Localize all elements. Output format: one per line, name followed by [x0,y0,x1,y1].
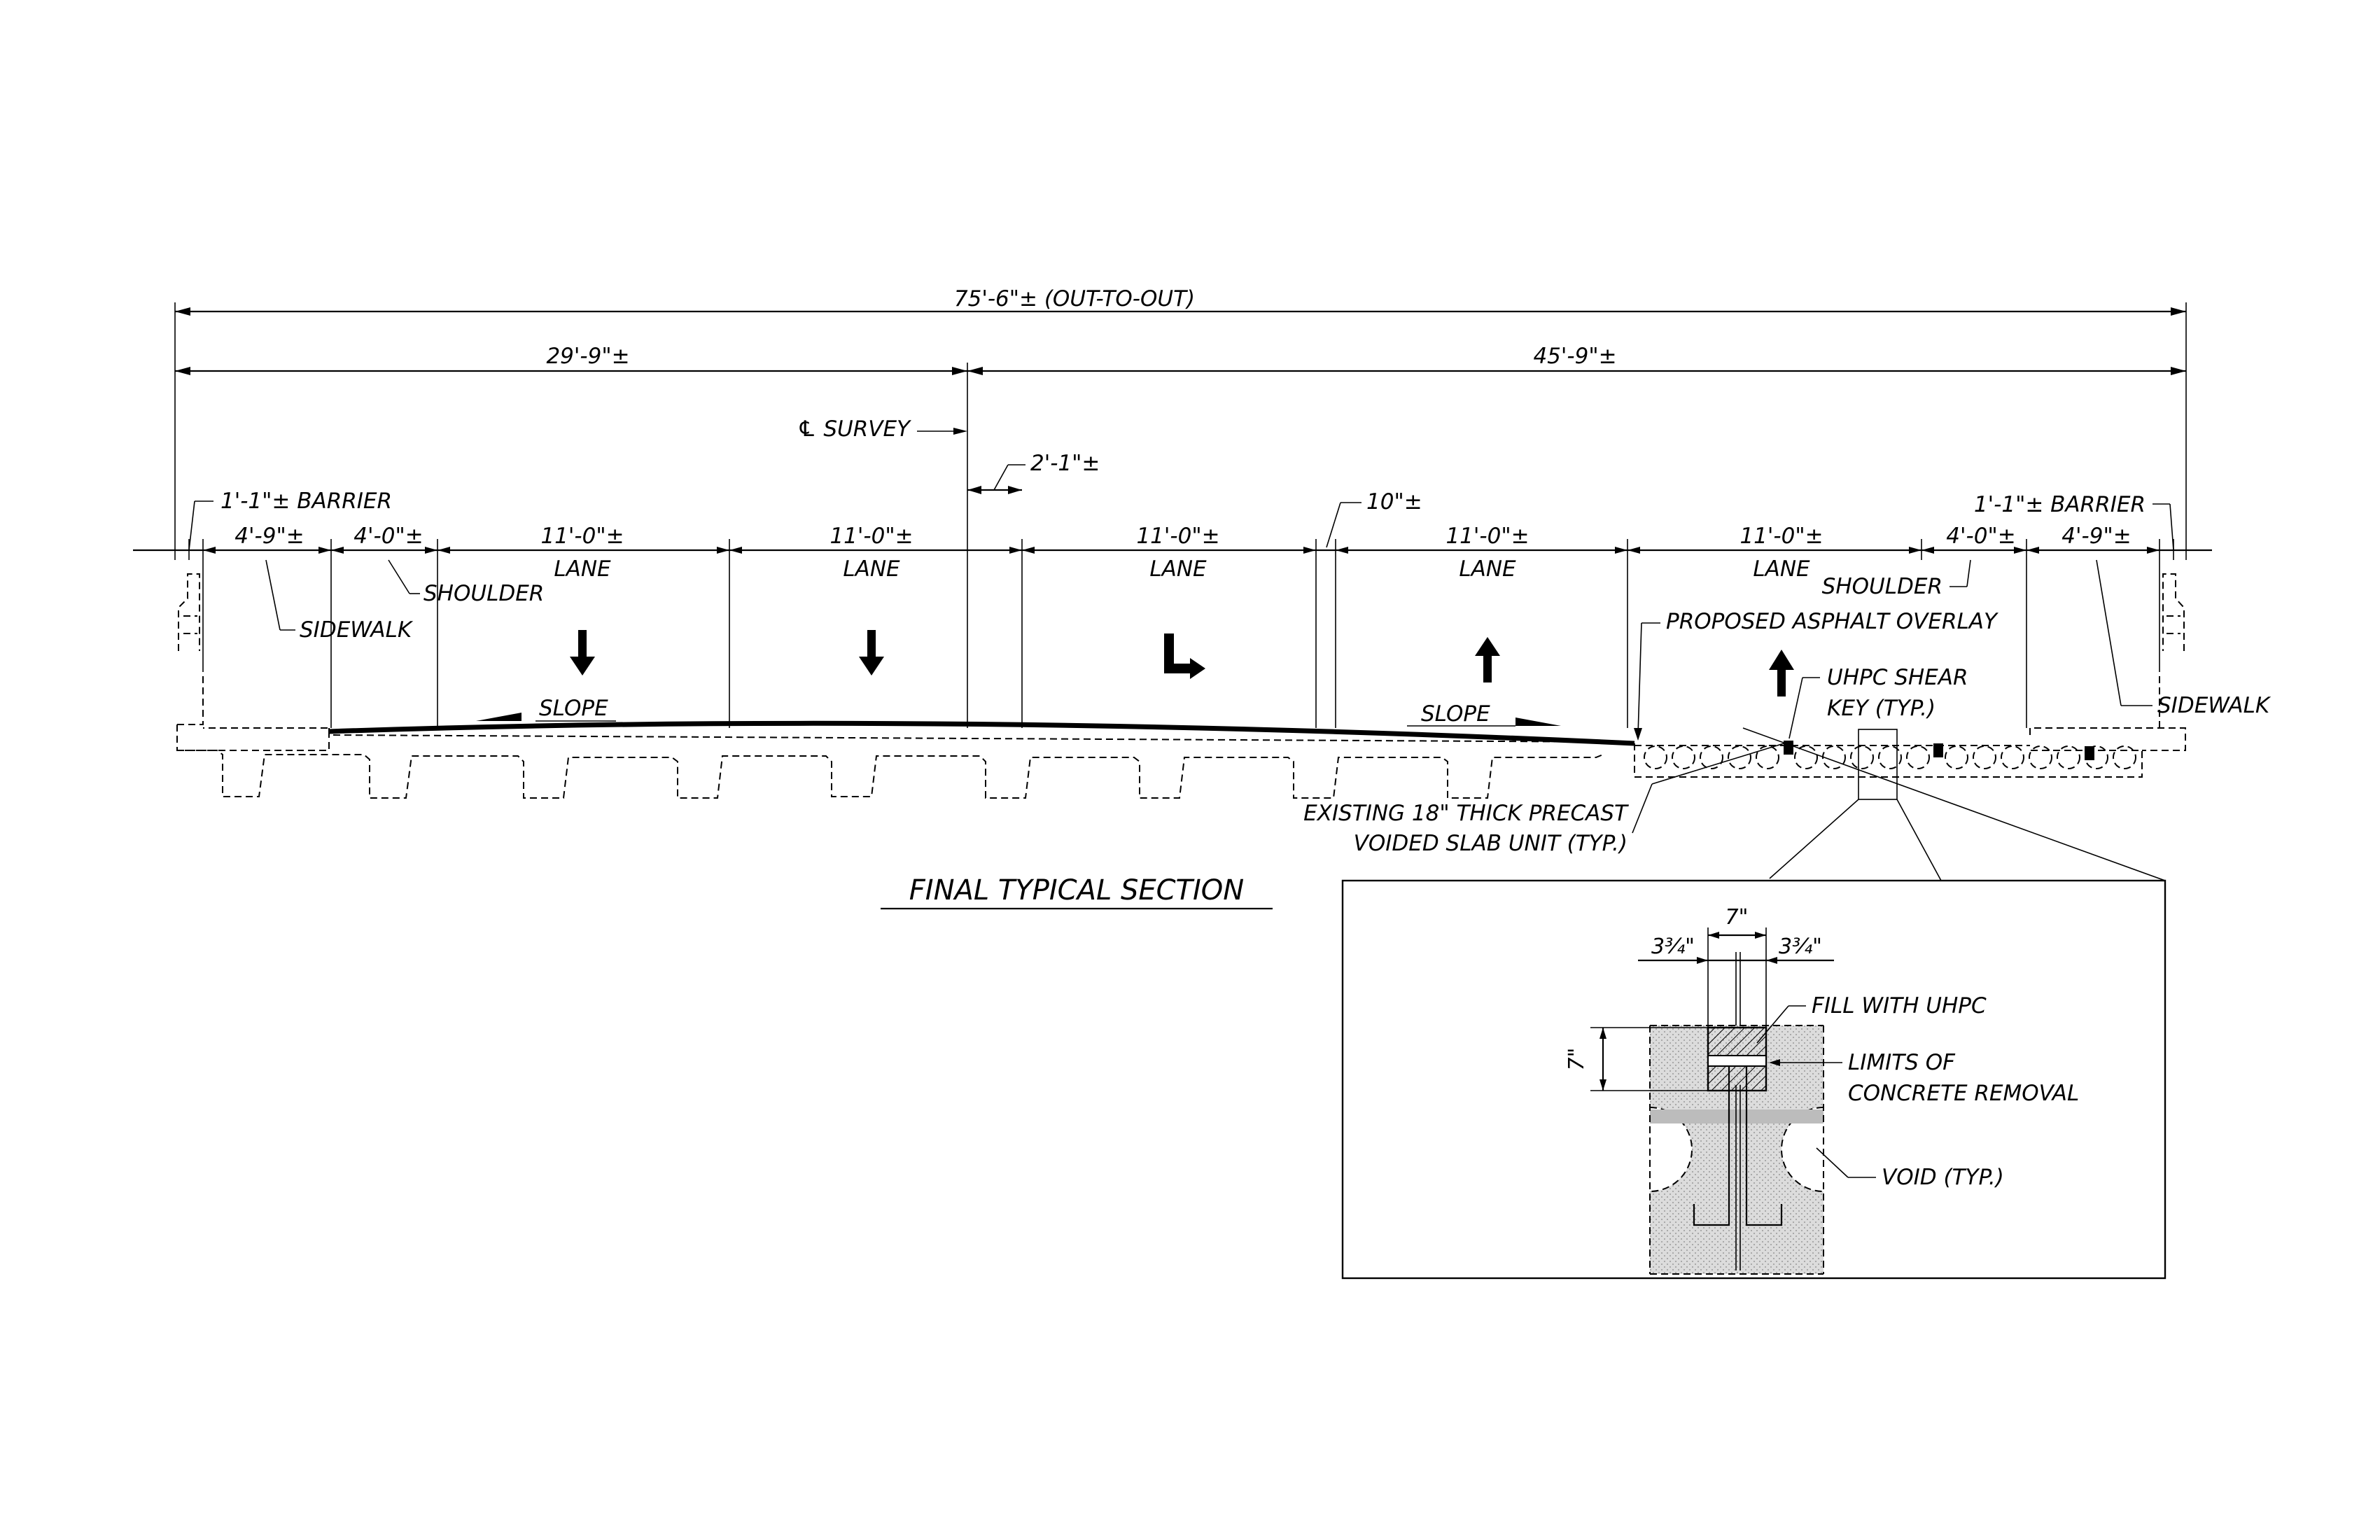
traffic-arrows [570,630,1794,696]
lane-label: LANE [843,556,900,582]
detail-side-dim-left: 3¾" [1651,934,1695,959]
lane-label: LANE [1753,556,1810,582]
shoulder-left-label: SHOULDER [424,581,544,606]
split-dimension: 29'-9"± 45'-9"± [175,344,2186,728]
lane-label: LANE [1149,556,1207,582]
segment-dim: 11'-0"± [1740,524,1823,549]
arrow-up-icon [1475,637,1500,682]
shear-key-detail [1649,1025,1824,1275]
detail-dimensions: 7" 3¾" 3¾" 7" [1564,905,1834,1091]
offset-dim-label: 2'-1"± [1030,451,1100,476]
sidewalk-left-label: SIDEWALK [300,617,414,643]
overlay-note: PROPOSED ASPHALT OVERLAY [1666,609,1998,634]
sidewalk-right-label: SIDEWALK [2157,693,2272,718]
segment-dim: 11'-0"± [1136,524,1219,549]
barrier-callout-left: 1'-1"± BARRIER [188,489,392,551]
slab-voids [1644,746,2136,769]
limits-note-2: CONCRETE REMOVAL [1848,1081,2079,1106]
arrow-up-icon [1769,650,1794,696]
segment-dim: 11'-0"± [1446,524,1529,549]
survey-label: ℄ SURVEY [797,416,911,442]
barrier-left [178,573,200,651]
barrier-right-label: 1'-1"± BARRIER [1974,492,2146,517]
turn-arrow-icon [1164,634,1205,679]
shoulder-callout-right: SHOULDER [1822,559,1971,599]
shear-key-note-1: UHPC SHEAR [1827,665,1968,690]
detail-width-dim: 7" [1726,905,1749,930]
slope-right: SLOPE [1407,701,1561,727]
void-note: VOID (TYP.) [1882,1165,2004,1190]
barrier-left-label: 1'-1"± BARRIER [220,489,392,514]
detail-side-dim-right: 3¾" [1779,934,1822,959]
slope-left-label: SLOPE [539,696,608,721]
sidewalk-callout-left: SIDEWALK [265,559,414,643]
segment-dim: 4'-9"± [2062,524,2131,549]
sidewalk-callout-right: SIDEWALK [2096,559,2272,718]
segment-dimension-line: 4'-9"± 4'-0"± 11'-0"± 11'-0"± 11'-0"± 11… [133,524,2212,728]
existing-slab-callout: EXISTING 18" THICK PRECAST VOIDED SLAB U… [1303,741,1789,856]
section-title: FINAL TYPICAL SECTION [881,874,1273,910]
offset-dimension: 2'-1"± [967,451,1100,494]
limits-note-1: LIMITS OF [1848,1050,1956,1075]
slope-right-label: SLOPE [1421,701,1490,727]
barrier-callout-right: 1'-1"± BARRIER [1974,492,2174,551]
shoulder-callout-left: SHOULDER [388,559,544,606]
segment-dim: 4'-9"± [234,524,304,549]
segment-dim: 11'-0"± [540,524,624,549]
right-dim-label: 45'-9"± [1533,344,1616,369]
segment-dim: 4'-0"± [1946,524,2015,549]
existing-note-2: VOIDED SLAB UNIT (TYP.) [1354,831,1628,856]
shoulder-right-label: SHOULDER [1822,574,1942,599]
overlay-callout: PROPOSED ASPHALT OVERLAY [1634,609,1998,741]
shear-key-callout: UHPC SHEAR KEY (TYP.) [1788,665,1968,739]
asphalt-overlay [328,720,1635,746]
median-dimension: 10"± [1326,489,1422,548]
slope-left: SLOPE [476,696,616,722]
arrow-down-icon [570,630,595,676]
survey-centerline: ℄ SURVEY [797,416,967,442]
fill-uhpc-note: FILL WITH UHPC [1812,993,1987,1018]
detail-notes: FILL WITH UHPC LIMITS OF CONCRETE REMOVA… [1756,993,2079,1190]
arrow-down-icon [859,630,884,676]
lane-label: LANE [1459,556,1516,582]
segment-dim: 4'-0"± [354,524,423,549]
shear-keys [1784,741,2094,760]
detail-height-dim: 7" [1564,1048,1589,1071]
shear-key-note-2: KEY (TYP.) [1827,696,1935,721]
barrier-right [2162,573,2185,651]
overall-dim-label: 75'-6"± (OUT-TO-OUT) [954,286,1195,312]
overall-dimension: 75'-6"± (OUT-TO-OUT) [174,286,2187,560]
segment-dim: 11'-0"± [830,524,913,549]
median-dim-label: 10"± [1366,489,1422,514]
left-dim-label: 29'-9"± [546,344,629,369]
existing-note-1: EXISTING 18" THICK PRECAST [1303,801,1629,826]
detail-leader-box [1742,727,2166,881]
lane-label: LANE [554,556,611,582]
page-title: FINAL TYPICAL SECTION [909,874,1244,906]
